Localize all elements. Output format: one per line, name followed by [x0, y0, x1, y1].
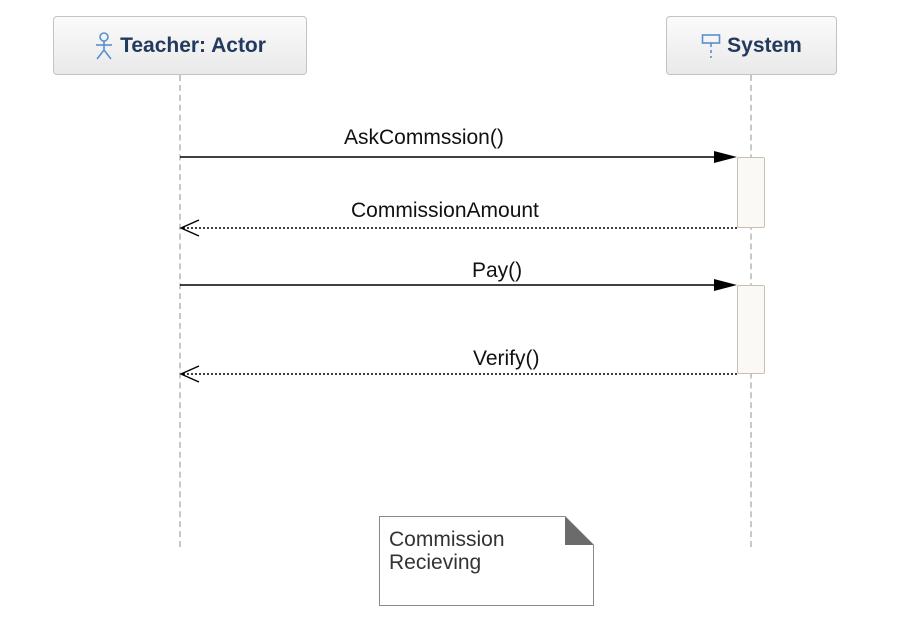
participant-label: System: [727, 33, 802, 57]
lifeline-teacher: [179, 75, 181, 547]
note-commission-recieving[interactable]: Commission Recieving: [379, 516, 594, 606]
note-line: Commission: [389, 528, 505, 551]
message-label: Verify(): [473, 347, 540, 370]
message-label: AskCommssion(): [344, 126, 504, 149]
activation-bar[interactable]: [737, 157, 765, 228]
open-arrowhead: [179, 365, 200, 383]
filled-arrowhead: [714, 151, 737, 163]
message-label: Pay(): [472, 259, 523, 282]
system-boundary-icon: [701, 33, 721, 59]
participant-label: Teacher: Actor: [120, 33, 266, 57]
filled-arrowhead: [714, 279, 737, 291]
participant-teacher[interactable]: Teacher: Actor: [53, 16, 307, 75]
note-shape: [379, 516, 594, 606]
activation-bar[interactable]: [737, 285, 765, 374]
note-text: Commission Recieving: [389, 528, 505, 574]
message-label: CommissionAmount: [351, 199, 539, 222]
open-arrowhead: [179, 219, 200, 237]
actor-icon: [94, 31, 114, 60]
note-line: Recieving: [389, 551, 482, 574]
participant-system[interactable]: System: [666, 16, 837, 75]
